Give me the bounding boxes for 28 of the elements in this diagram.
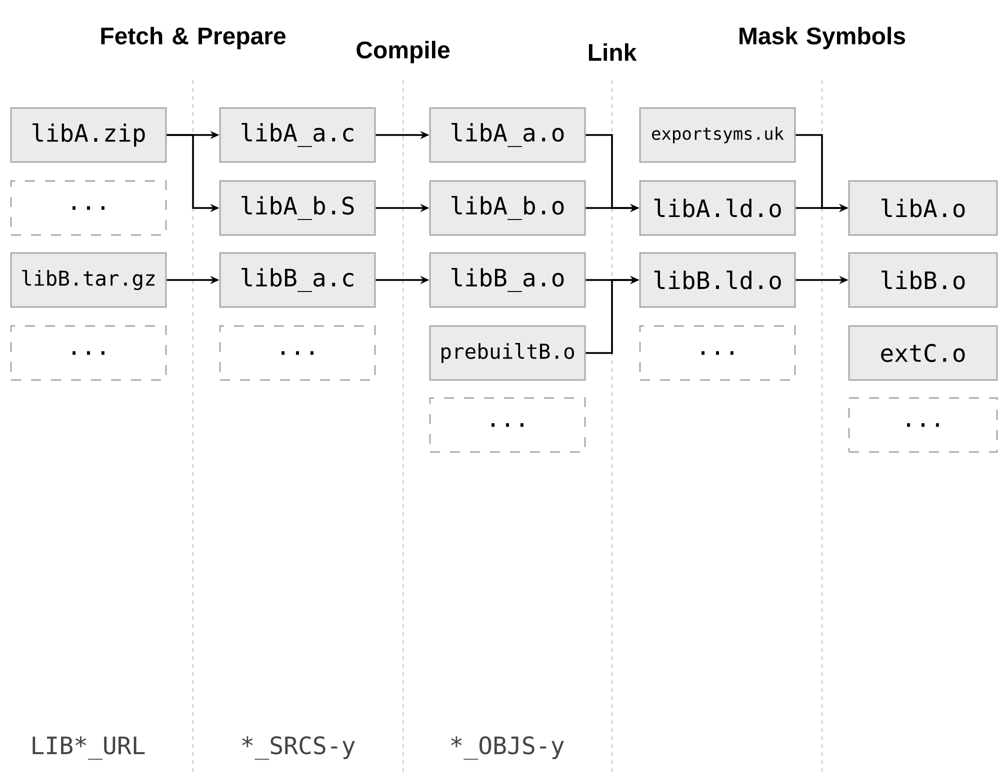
file-box: libB_a.c	[219, 252, 376, 308]
placeholder-box: ...	[219, 325, 376, 381]
file-box: extC.o	[848, 325, 998, 381]
placeholder-box: ...	[10, 325, 167, 381]
variable-label: LIB*_URL	[32, 736, 145, 760]
file-box: exportsyms.uk	[639, 107, 796, 163]
variable-label: *_SRCS-y	[242, 736, 355, 760]
file-box: libA.o	[848, 180, 998, 236]
placeholder-box: ...	[10, 180, 167, 236]
file-box: libB.ld.o	[639, 252, 796, 308]
file-box: libA_b.o	[429, 180, 586, 236]
variable-label: *_OBJS-y	[451, 736, 564, 760]
column-heading: Compile	[356, 40, 450, 64]
column-heading: Fetch & Prepare	[101, 26, 286, 50]
file-box: libB.o	[848, 252, 998, 308]
file-box: libB_a.o	[429, 252, 586, 308]
column-heading: Mask Symbols	[740, 26, 906, 50]
column-heading: Link	[588, 43, 637, 61]
file-box: libA_b.S	[219, 180, 376, 236]
file-box: prebuiltB.o	[429, 325, 586, 381]
file-box: libA_a.o	[429, 107, 586, 163]
placeholder-box: ...	[848, 397, 998, 453]
placeholder-box: ...	[639, 325, 796, 381]
file-box: libB.tar.gz	[10, 252, 167, 308]
file-box: libA.ld.o	[639, 180, 796, 236]
file-box: libA_a.c	[219, 107, 376, 163]
file-box: libA.zip	[10, 107, 167, 163]
placeholder-box: ...	[429, 397, 586, 453]
